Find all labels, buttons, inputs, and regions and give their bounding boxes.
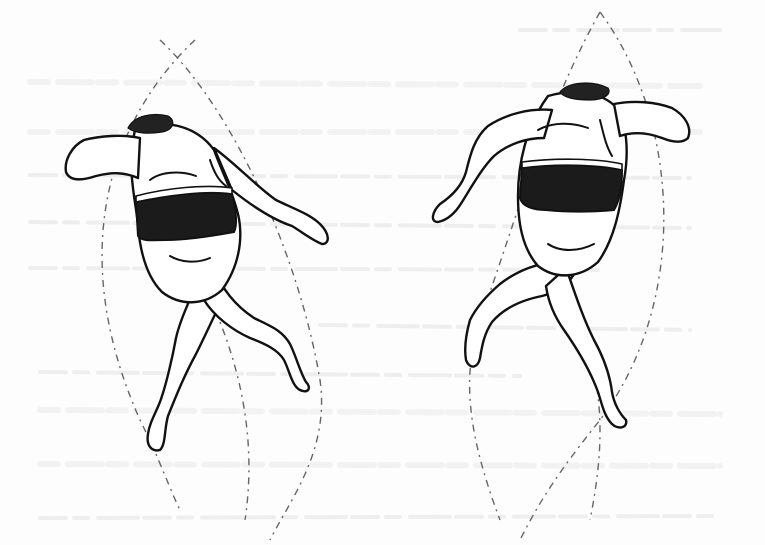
left-swimmer-trunks bbox=[136, 193, 236, 241]
right-swimmer-trunks bbox=[520, 165, 622, 211]
left-swimmer-hair bbox=[128, 115, 173, 134]
left-swimmer-figure bbox=[66, 115, 328, 451]
right-swimmer-front-leg bbox=[546, 268, 626, 427]
left-swimmer-arm-left bbox=[66, 136, 140, 179]
